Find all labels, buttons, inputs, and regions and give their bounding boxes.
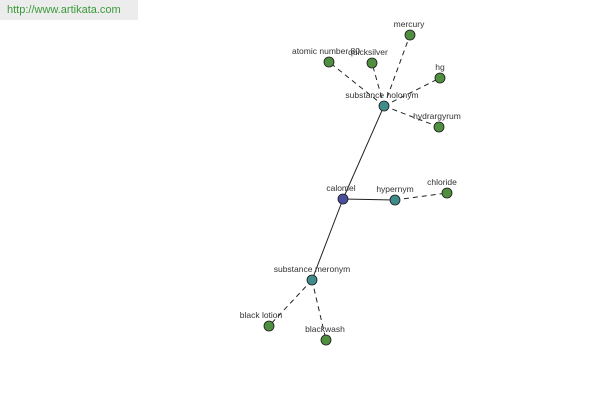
node-label-mercury: mercury	[394, 19, 425, 29]
node-hg[interactable]	[434, 72, 446, 84]
watermark-url: http://www.artikata.com	[0, 0, 138, 20]
node-label-hg: hg	[435, 62, 445, 72]
edge-calomel-meronym	[311, 198, 344, 281]
edge-holonym-atomic	[328, 61, 385, 107]
node-label-calomel: calomel	[326, 183, 355, 193]
node-label-holonym: substance holonym	[345, 90, 418, 100]
label-layer: calomel substance holonym hypernym substanc…	[240, 19, 461, 334]
node-hypernym[interactable]	[389, 194, 401, 206]
node-atomic[interactable]	[323, 56, 335, 68]
edge-calomel-hypernym	[342, 198, 396, 201]
node-mercury[interactable]	[404, 29, 416, 41]
node-label-hypernym: hypernym	[376, 184, 413, 194]
edge-holonym-hg	[383, 77, 441, 107]
node-blackwash[interactable]	[320, 334, 332, 346]
node-label-chloride: chloride	[427, 177, 457, 187]
node-meronym[interactable]	[306, 274, 318, 286]
node-label-hydrargyrum: hydrargyrum	[413, 111, 461, 121]
edge-hypernym-chloride	[394, 192, 448, 201]
node-label-blacklotion: black lotion	[240, 310, 283, 320]
node-blacklotion[interactable]	[263, 320, 275, 332]
node-holonym[interactable]	[378, 100, 390, 112]
edge-meronym-blackwash	[311, 279, 327, 341]
node-chloride[interactable]	[441, 187, 453, 199]
node-hydrargyrum[interactable]	[433, 121, 445, 133]
node-layer	[263, 29, 453, 346]
edge-layer	[268, 34, 448, 341]
node-label-blackwash: blackwash	[305, 324, 345, 334]
node-label-quicksilver: quicksilver	[348, 47, 388, 57]
edge-meronym-blacklotion	[268, 279, 313, 327]
node-label-meronym: substance meronym	[274, 264, 351, 274]
node-quicksilver[interactable]	[366, 57, 378, 69]
node-calomel[interactable]	[337, 193, 349, 205]
edge-holonym-hydrargyrum	[383, 105, 440, 128]
node-label-atomic: atomic number 80	[292, 46, 360, 56]
edge-calomel-holonym	[342, 105, 385, 200]
edge-holonym-mercury	[383, 34, 411, 107]
edge-holonym-quicksilver	[371, 62, 385, 107]
